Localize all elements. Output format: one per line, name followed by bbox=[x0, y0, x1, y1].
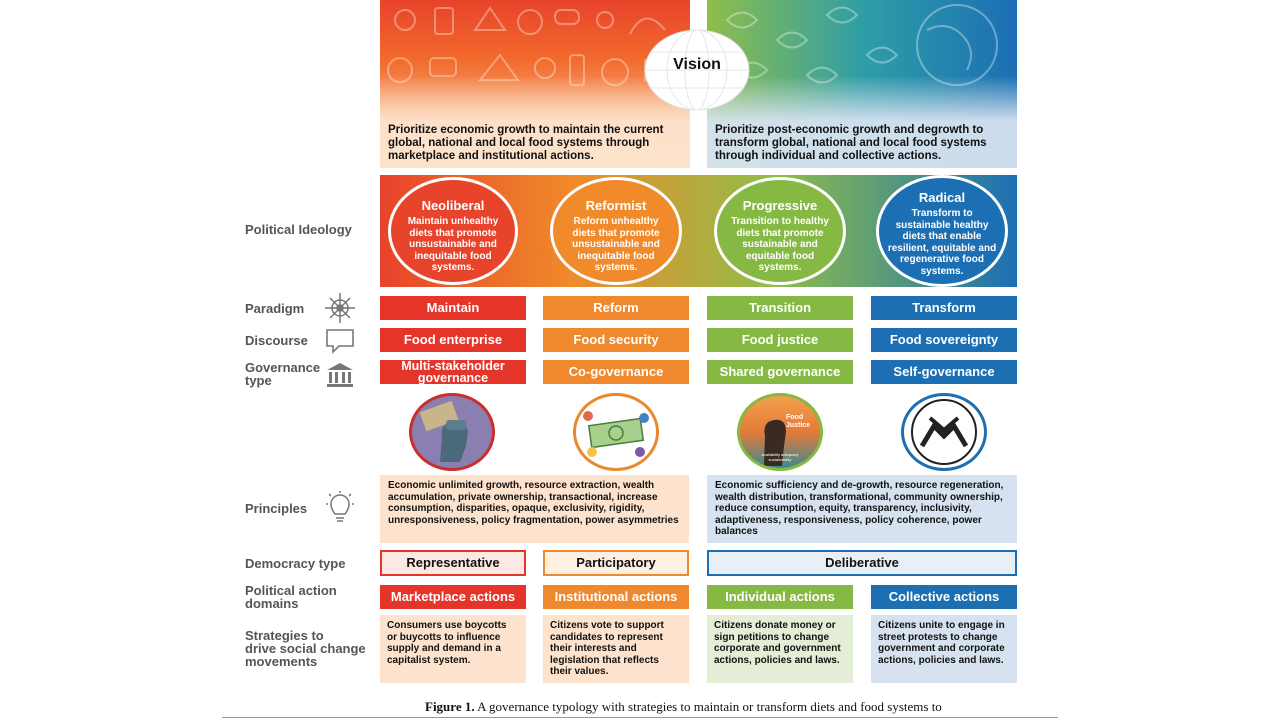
row-label-governance-type: Governance type bbox=[245, 361, 320, 387]
governance-co: Co-governance bbox=[543, 360, 689, 384]
ideology-title: Radical bbox=[918, 190, 966, 205]
ideology-desc: Transform to sustainable healthy diets t… bbox=[887, 208, 997, 277]
ideology-radical: Radical Transform to sustainable healthy… bbox=[876, 175, 1008, 287]
food-justice-emblem-icon: Food Justice availability adequacy susta… bbox=[737, 393, 823, 471]
discourse-food-justice: Food justice bbox=[707, 328, 853, 352]
ideology-progressive: Progressive Transition to healthy diets … bbox=[714, 177, 846, 285]
principles-left: Economic unlimited growth, resource extr… bbox=[380, 475, 689, 543]
raised-fist-icon bbox=[764, 419, 786, 466]
action-marketplace: Marketplace actions bbox=[380, 585, 526, 609]
caption-label: Figure 1. bbox=[425, 699, 475, 714]
discourse-food-security: Food security bbox=[543, 328, 689, 352]
ideology-desc: Reform unhealthy diets that promote unsu… bbox=[572, 216, 660, 273]
government-building-icon bbox=[327, 363, 353, 387]
paradigm-reform: Reform bbox=[543, 296, 689, 320]
vision-left-text: Prioritize economic growth to maintain t… bbox=[388, 124, 664, 162]
speech-bubble-icon bbox=[326, 329, 354, 354]
democracy-deliberative: Deliberative bbox=[707, 550, 1017, 576]
governance-multi-stakeholder: Multi-stakeholder governance bbox=[380, 360, 526, 384]
paradigm-transform: Transform bbox=[871, 296, 1017, 320]
governance-self: Self-governance bbox=[871, 360, 1017, 384]
row-label-line: movements bbox=[245, 654, 318, 669]
discourse-food-sovereignty: Food sovereignty bbox=[871, 328, 1017, 352]
fist-with-money-icon bbox=[419, 400, 468, 462]
strategy-individual: Citizens donate money or sign petitions … bbox=[707, 615, 853, 683]
action-collective: Collective actions bbox=[871, 585, 1017, 609]
action-individual: Individual actions bbox=[707, 585, 853, 609]
globe-icon bbox=[644, 29, 750, 111]
banknote-icon bbox=[583, 411, 649, 457]
vision-right-text: Prioritize post-economic growth and degr… bbox=[715, 124, 987, 162]
row-label-paradigm: Paradigm bbox=[245, 301, 305, 316]
vision-banner-left bbox=[380, 0, 690, 168]
row-label-political-action-domains: Political action domains bbox=[245, 584, 337, 610]
row-label-line: drive social change bbox=[245, 641, 366, 656]
row-label-line: type bbox=[245, 373, 272, 388]
row-label-line: Governance bbox=[245, 360, 321, 375]
lightbulb-icon bbox=[326, 491, 354, 522]
row-label-democracy-type: Democracy type bbox=[245, 556, 346, 571]
row-label-line: Strategies to bbox=[245, 628, 324, 643]
ideology-desc: Maintain unhealthy diets that promote un… bbox=[407, 216, 499, 273]
vision-banner-right bbox=[707, 0, 1017, 168]
governance-shared: Shared governance bbox=[707, 360, 853, 384]
democracy-participatory: Participatory bbox=[543, 550, 689, 576]
compass-icon bbox=[325, 293, 355, 323]
discourse-food-enterprise: Food enterprise bbox=[380, 328, 526, 352]
row-label-strategies: Strategies to drive social change moveme… bbox=[245, 629, 366, 668]
row-label-political-ideology: Political Ideology bbox=[245, 222, 352, 237]
joined-hands-emblem-icon bbox=[901, 393, 987, 471]
democracy-representative: Representative bbox=[380, 550, 526, 576]
vision-title: Vision bbox=[673, 56, 721, 73]
action-institutional: Institutional actions bbox=[543, 585, 689, 609]
strategy-institutional: Citizens vote to support candidates to r… bbox=[543, 615, 689, 683]
food-justice-label: Food Justice bbox=[786, 414, 811, 429]
row-label-discourse: Discourse bbox=[245, 333, 308, 348]
divider bbox=[222, 717, 1058, 718]
ideology-title: Neoliberal bbox=[421, 198, 485, 213]
strategy-marketplace: Consumers use boycotts or buycotts to in… bbox=[380, 615, 526, 683]
ideology-title: Reformist bbox=[585, 198, 647, 213]
ideology-desc: Transition to healthy diets that promote… bbox=[731, 216, 829, 273]
ideology-title: Progressive bbox=[742, 198, 818, 213]
ideology-reformist: Reformist Reform unhealthy diets that pr… bbox=[550, 177, 682, 285]
clasped-hands-icon bbox=[911, 399, 977, 465]
paradigm-transition: Transition bbox=[707, 296, 853, 320]
figure-caption: Figure 1. A governance typology with str… bbox=[425, 699, 942, 715]
principles-right: Economic sufficiency and de-growth, reso… bbox=[707, 475, 1017, 543]
row-label-line: Political action bbox=[245, 583, 337, 598]
ideology-band: Neoliberal Maintain unhealthy diets that… bbox=[380, 175, 1017, 287]
row-label-line: domains bbox=[245, 596, 299, 611]
ideology-neoliberal: Neoliberal Maintain unhealthy diets that… bbox=[388, 177, 518, 285]
money-hands-emblem-icon bbox=[573, 393, 659, 471]
food-justice-sublabel: availability adequacy sustainability bbox=[761, 452, 799, 462]
strategy-collective: Citizens unite to engage in street prote… bbox=[871, 615, 1017, 683]
row-label-principles: Principles bbox=[245, 501, 308, 516]
raised-fist-emblem-icon bbox=[409, 393, 495, 471]
caption-text: A governance typology with strategies to… bbox=[477, 699, 942, 714]
paradigm-maintain: Maintain bbox=[380, 296, 526, 320]
